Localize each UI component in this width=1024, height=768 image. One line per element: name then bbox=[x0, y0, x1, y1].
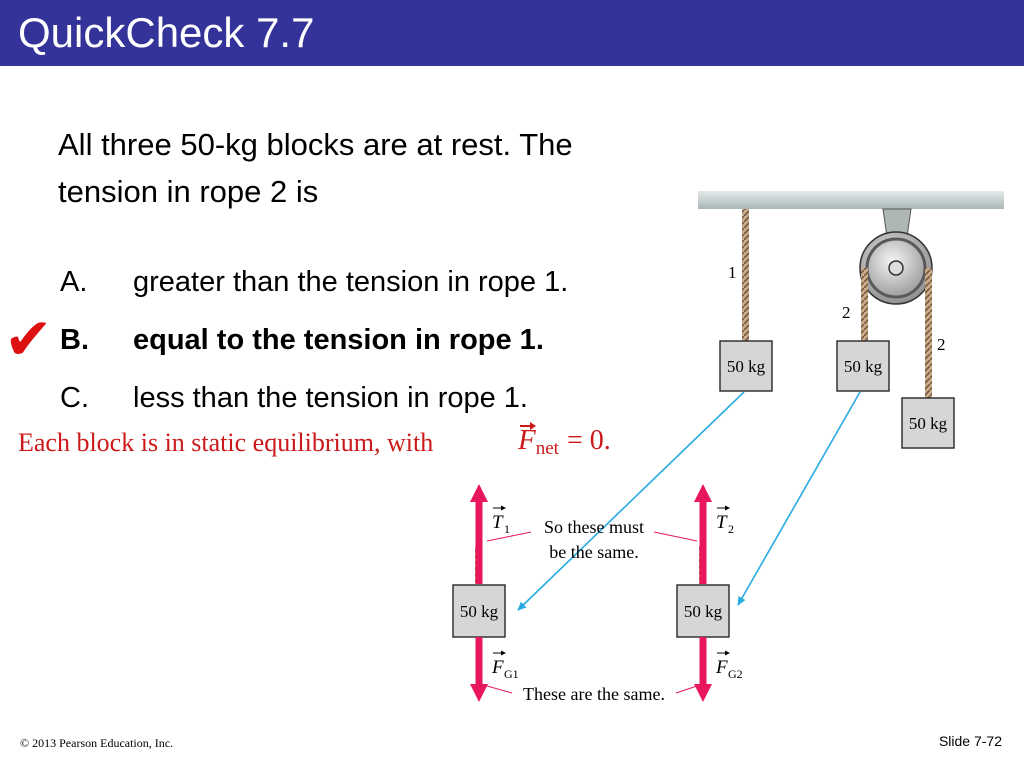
net-force-subscript: net bbox=[535, 438, 559, 459]
label-t1: T 1 bbox=[492, 505, 510, 536]
copyright-footer: © 2013 Pearson Education, Inc. bbox=[20, 736, 174, 750]
label-fg1-symbol: F bbox=[491, 657, 504, 678]
rope-label-2-left: 2 bbox=[842, 303, 851, 322]
ceiling bbox=[698, 191, 1004, 209]
checkmark-icon: ✔ bbox=[4, 305, 53, 373]
option-b-text: equal to the tension in rope 1. bbox=[133, 324, 544, 356]
pointer-arrow-block1 bbox=[517, 391, 745, 611]
note-bottom-leader-right bbox=[675, 685, 698, 694]
block-2 bbox=[836, 340, 890, 392]
pointer-arrow-block2 bbox=[737, 391, 861, 606]
fbd1-block-label: 50 kg bbox=[460, 602, 499, 621]
net-force-symbol: F bbox=[518, 424, 536, 456]
fbd1-block bbox=[452, 584, 506, 638]
block-3 bbox=[901, 397, 955, 449]
fbd2-block bbox=[676, 584, 730, 638]
label-t1-subscript: 1 bbox=[504, 522, 510, 536]
option-a-text: greater than the tension in rope 1. bbox=[133, 266, 569, 298]
option-c-letter: C. bbox=[60, 382, 89, 414]
block-1 bbox=[719, 340, 773, 392]
label-t1-symbol: T bbox=[492, 512, 504, 533]
slide-number: Slide 7-72 bbox=[938, 733, 1002, 749]
fbd2-gravity-arrow-head bbox=[694, 684, 712, 702]
explanation-text: Each block is in static equilibrium, wit… bbox=[18, 428, 434, 457]
note-top-leader-right bbox=[653, 531, 698, 542]
fbd2-block-label: 50 kg bbox=[684, 602, 723, 621]
fbd1-gravity-arrow-head bbox=[470, 684, 488, 702]
block-2-label: 50 kg bbox=[844, 357, 883, 376]
rope-1 bbox=[742, 209, 749, 341]
block-3-label: 50 kg bbox=[909, 414, 948, 433]
option-c-text: less than the tension in rope 1. bbox=[133, 382, 528, 414]
rope-label-2-right: 2 bbox=[937, 335, 946, 354]
option-a-letter: A. bbox=[60, 266, 88, 298]
note-top-line1: So these must bbox=[544, 517, 644, 537]
option-b-letter: B. bbox=[60, 324, 89, 356]
label-fg1-subscript: G1 bbox=[504, 667, 519, 681]
label-fg2-symbol: F bbox=[715, 657, 728, 678]
net-force-equals: = 0. bbox=[566, 425, 611, 456]
fbd2-tension-arrow-head bbox=[694, 484, 712, 502]
rope-2-left bbox=[861, 268, 868, 341]
label-t2-symbol: T bbox=[716, 512, 728, 533]
label-t2-subscript: 2 bbox=[728, 522, 734, 536]
note-bottom-leader-left bbox=[486, 685, 513, 694]
label-t2: T 2 bbox=[716, 505, 734, 536]
rope-2-right bbox=[925, 268, 932, 398]
label-fg2-subscript: G2 bbox=[728, 667, 743, 681]
rope-label-1: 1 bbox=[728, 263, 737, 282]
slide-title: QuickCheck 7.7 bbox=[18, 9, 315, 56]
title-bar: QuickCheck 7.7 bbox=[0, 0, 1024, 66]
fbd1-tension-arrow-head bbox=[470, 484, 488, 502]
label-fg2: F G2 bbox=[715, 650, 743, 681]
note-bottom: These are the same. bbox=[523, 684, 665, 704]
question-text: All three 50-kg blocks are at rest. The … bbox=[58, 127, 573, 209]
label-fg1: F G1 bbox=[491, 650, 519, 681]
note-top-leader-left bbox=[486, 531, 532, 542]
pulley-axle bbox=[888, 260, 904, 276]
block-1-label: 50 kg bbox=[727, 357, 766, 376]
note-top-line2: be the same. bbox=[549, 542, 638, 562]
explanation-equation: Fnet = 0. bbox=[518, 424, 611, 460]
